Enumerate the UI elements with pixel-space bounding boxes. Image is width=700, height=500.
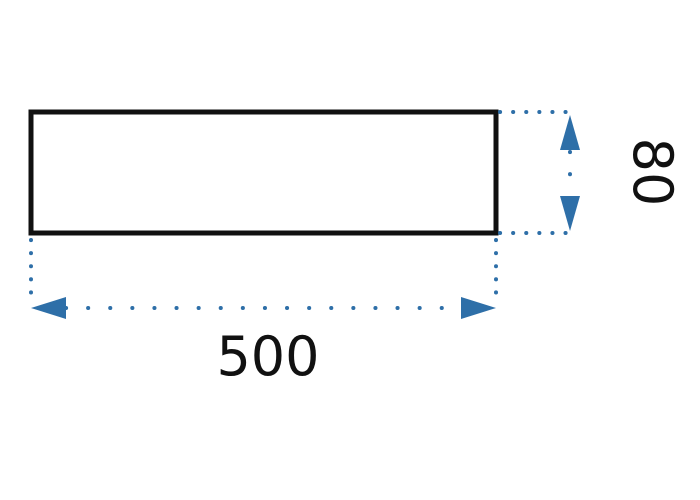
height-arrow-down-icon (560, 196, 580, 231)
width-arrow-right-icon (461, 297, 496, 319)
profile-rectangle (28, 109, 499, 236)
height-label: 80 (621, 138, 684, 207)
height-arrow-up-icon (560, 115, 580, 150)
width-arrow-left-icon (31, 297, 66, 319)
width-label: 500 (216, 325, 319, 388)
